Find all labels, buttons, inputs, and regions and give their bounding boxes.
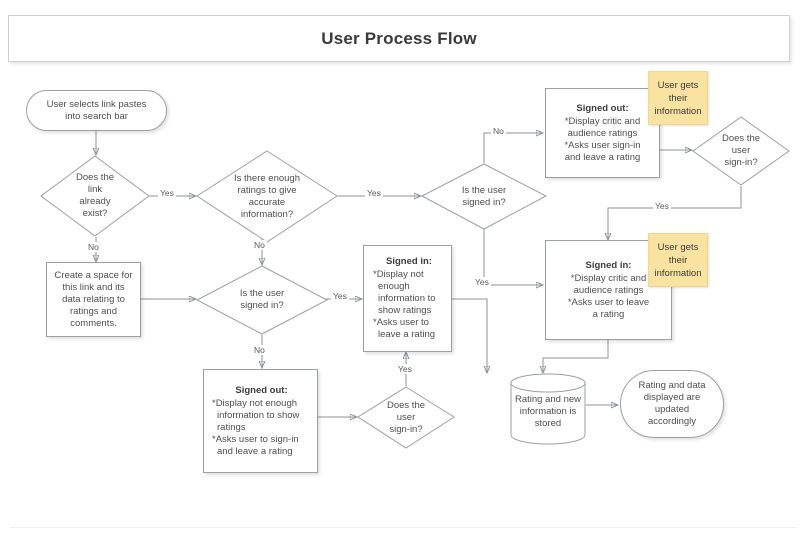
node-decision-enough-ratings[interactable]: Is there enough ratings to give accurate… xyxy=(196,150,338,243)
edge-label-no-link-exists: No xyxy=(86,242,101,252)
sticky-note-user-gets-information-mid[interactable]: User gets their information xyxy=(648,233,708,287)
node-create-space[interactable]: Create a space for this link and its dat… xyxy=(46,262,141,337)
sticky-note-user-gets-information-top[interactable]: User gets their information xyxy=(648,71,708,125)
edge-label-no-signed-in-left: No xyxy=(252,345,267,355)
node-signed-in-middle-text: Signed in: *Display not enough informati… xyxy=(373,256,436,340)
node-signed-out-top[interactable]: Signed out: *Display critic and audience… xyxy=(545,88,660,178)
node-decision-user-signed-in-left[interactable]: Is the user signed in? xyxy=(195,265,329,335)
edge-label-yes-signed-in-top: Yes xyxy=(473,277,491,287)
edge-label-no-signed-in-top: No xyxy=(491,126,506,136)
node-decision-does-user-signin-top[interactable]: Does the user sign-in? xyxy=(692,116,790,186)
node-start-text: User selects link pastes into search bar xyxy=(46,98,147,122)
node-end-updated[interactable]: Rating and data displayed are updated ac… xyxy=(620,370,724,438)
node-decision-link-exists[interactable]: Does the link already exist? xyxy=(40,155,150,237)
node-storage-database-text: Rating and new information is stored xyxy=(514,394,582,429)
node-decision-user-signed-in-top[interactable]: Is the user signed in? xyxy=(420,163,548,230)
node-signed-out-top-text: Signed out: *Display critic and audience… xyxy=(564,102,641,163)
edge-label-yes-does-signin-top: Yes xyxy=(653,201,671,211)
node-create-space-text: Create a space for this link and its dat… xyxy=(54,269,133,329)
edge-label-yes-signed-in-left: Yes xyxy=(331,291,349,301)
edge-label-yes-enough-ratings: Yes xyxy=(365,188,383,198)
edge-label-yes-link-exists: Yes xyxy=(158,188,176,198)
sticky-note-top-text: User gets their information xyxy=(654,79,702,117)
node-signed-in-middle[interactable]: Signed in: *Display not enough informati… xyxy=(363,245,452,352)
node-decision-does-user-signin-bottom[interactable]: Does the user sign-in? xyxy=(357,386,455,449)
footer-divider xyxy=(10,527,796,528)
sticky-note-mid-text: User gets their information xyxy=(654,241,702,279)
page-title: User Process Flow xyxy=(321,28,477,48)
diagram-title-box: User Process Flow xyxy=(8,15,790,62)
edge-label-yes-does-signin-bottom: Yes xyxy=(396,364,414,374)
node-start[interactable]: User selects link pastes into search bar xyxy=(26,90,167,131)
node-signed-out-bottom-text: Signed out: *Display not enough informat… xyxy=(212,384,300,457)
edge-label-no-enough-ratings: No xyxy=(252,240,267,250)
node-storage-database[interactable]: Rating and new information is stored xyxy=(510,373,586,445)
node-end-updated-text: Rating and data displayed are updated ac… xyxy=(638,380,706,427)
node-signed-in-right-text: Signed in: *Display critic and audience … xyxy=(567,259,650,320)
node-signed-out-bottom[interactable]: Signed out: *Display not enough informat… xyxy=(203,369,318,473)
